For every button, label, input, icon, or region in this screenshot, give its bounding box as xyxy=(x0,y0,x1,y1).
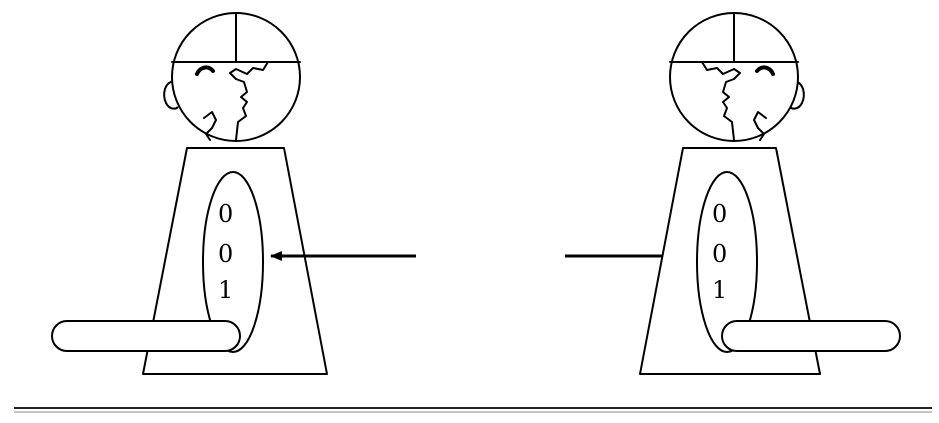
left-figure-bit-3: 1 xyxy=(218,276,233,304)
right-figure-bit-2: 0 xyxy=(712,240,727,268)
right-figure: 0 0 1 xyxy=(640,13,900,374)
right-figure-bit-3: 1 xyxy=(712,276,727,304)
left-figure-bit-2: 0 xyxy=(218,240,233,268)
left-figure: 0 0 1 xyxy=(52,13,327,374)
left-figure-bit-1: 0 xyxy=(218,200,233,228)
left-figure-arm xyxy=(52,321,240,351)
right-figure-bit-1: 0 xyxy=(712,200,727,228)
right-figure-arm xyxy=(722,321,900,351)
